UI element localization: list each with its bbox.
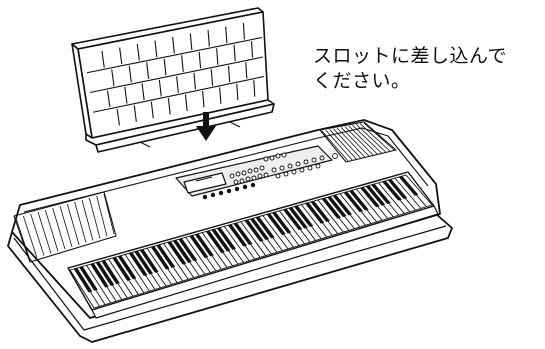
arrow-down-icon bbox=[196, 112, 216, 141]
black-keys bbox=[73, 176, 419, 293]
speaker-grille-right bbox=[321, 122, 395, 162]
instruction-caption: スロットに差し込んで ください。 bbox=[313, 44, 541, 94]
music-stand-grid bbox=[86, 23, 265, 126]
caption-line-2: ください。 bbox=[313, 70, 411, 92]
keyboard-icon bbox=[7, 119, 453, 343]
speaker-grille-left bbox=[15, 193, 115, 261]
music-stand-icon bbox=[71, 7, 275, 153]
caption-line-1: スロットに差し込んで bbox=[313, 45, 508, 67]
